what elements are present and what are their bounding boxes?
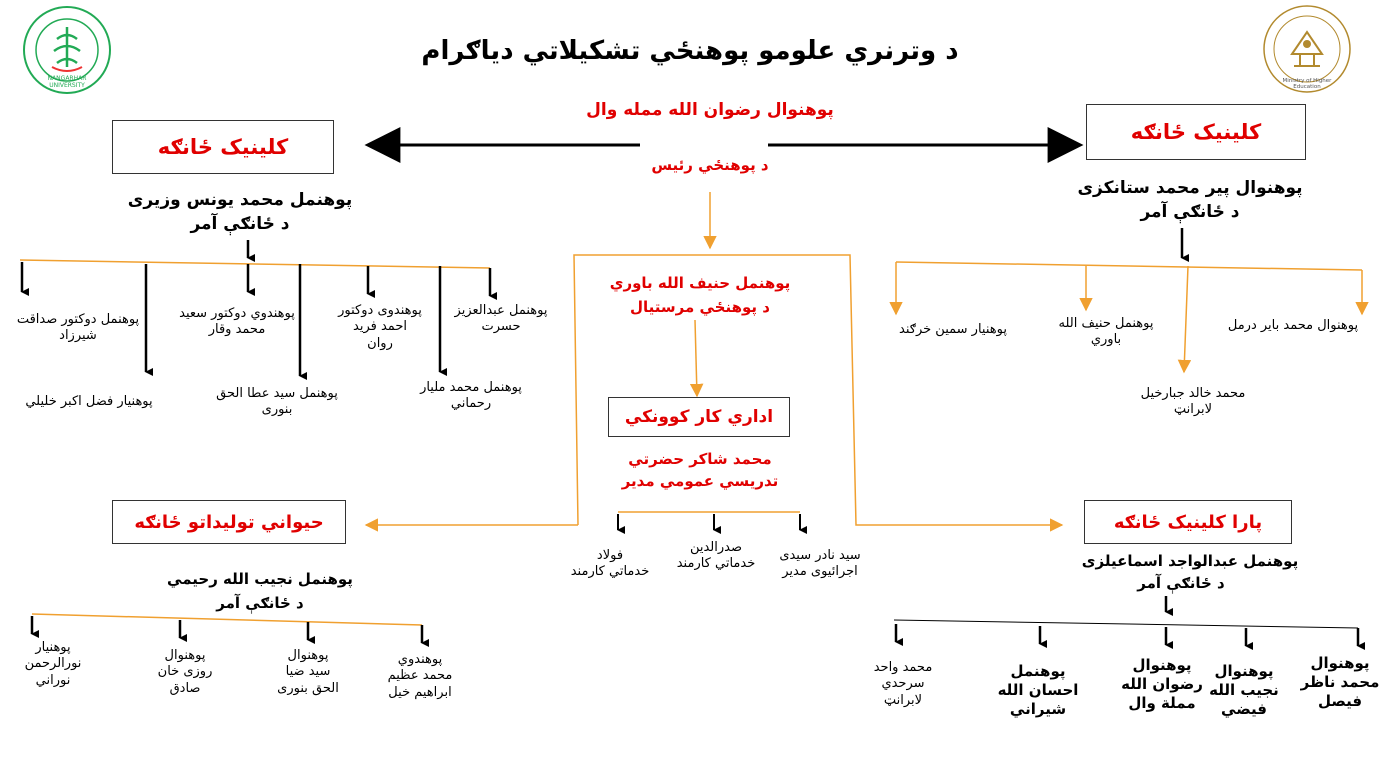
admin-staff-box: اداري کار کوونکي — [608, 397, 790, 437]
clinic-left-member: پوهنمل عبدالعزیز حسرت — [454, 303, 548, 335]
clinic-right-member: محمد خالد جبارخیل لابرانټ — [1140, 386, 1246, 418]
clinic-left-member: پوهنمل محمد ملیار رحماني — [420, 380, 522, 412]
para-clinic-box: پارا کلینیک ځانګه — [1084, 500, 1292, 544]
animal-member: پوهنوال سید ضیا الحق بنوری — [277, 648, 339, 696]
admin-head-role: تدریسي عمومي مدیر — [621, 472, 779, 490]
admin-staff-member: صدرالدین خدماتي کارمند — [676, 540, 756, 572]
animal-production-box: حیواني تولیداتو ځانګه — [112, 500, 346, 544]
para-member: پوهنوال محمد ناظر فیصل — [1300, 654, 1380, 710]
clinic-left-box: کلینیک ځانګه — [112, 120, 334, 174]
page-title: د وترنري علومو پوهنځي تشکیلاتي دیاګرام — [421, 36, 959, 66]
animal-member: پوهندوي محمد عظیم ابراهیم خیل — [387, 652, 453, 700]
clinic-left-head-name: پوهنمل محمد یونس وزیری — [127, 190, 353, 210]
animal-head-role: د ځانګې آمر — [216, 594, 304, 612]
para-member: پوهنمل احسان الله شیراني — [997, 662, 1079, 718]
para-head-name: پوهنمل عبدالواجد اسماعیلزی — [1081, 552, 1299, 570]
clinic-left-member: پوهنمل دوکتور صداقت شیرزاد — [16, 312, 140, 344]
clinic-right-member: پوهنیار سمین خرګند — [899, 322, 1007, 337]
animal-member: پوهنیار نورالرحمن نوراني — [24, 640, 82, 688]
dean-name: پوهنوال رضوان الله ممله وال — [586, 100, 834, 120]
clinic-left-member: پوهنیار فضل اکبر خلیلي — [25, 394, 153, 409]
clinic-right-member: پوهنمل حنیف الله باوري — [1058, 316, 1154, 348]
dean-role: د پوهنځي رئیس — [651, 156, 769, 174]
clinic-left-head-role: د ځانګې آمر — [190, 214, 290, 234]
clinic-left-member: پوهندوي دوکتور سعید محمد وقار — [179, 306, 295, 338]
deputy-name: پوهنمل حنیف الله باوري — [609, 274, 791, 292]
para-member: پوهنوال نجیب الله فیضي — [1209, 662, 1279, 718]
clinic-right-head-name: پوهنوال پیر محمد ستانکزی — [1077, 178, 1303, 198]
animal-head-name: پوهنمل نجیب الله رحیمي — [167, 570, 353, 588]
ministry-of-higher-education-logo: Ministry of Higher Education — [1262, 4, 1352, 94]
animal-member: پوهنوال روزی خان صادق — [157, 648, 213, 696]
admin-head-name: محمد شاکر حضرتي — [628, 450, 772, 468]
para-member: پوهنوال رضوان الله مملة وال — [1121, 656, 1203, 712]
clinic-right-member: پوهنوال محمد بایر درمل — [1227, 318, 1359, 333]
deputy-role: د پوهنځي مرستیال — [630, 298, 770, 316]
clinic-right-head-role: د ځانګې آمر — [1140, 202, 1240, 222]
clinic-right-box: کلینیک ځانګه — [1086, 104, 1306, 160]
admin-staff-member: فولاد خدماتي کارمند — [570, 548, 650, 580]
admin-staff-member: سید نادر سیدی اجرائیوی مدیر — [779, 548, 861, 580]
clinic-left-member: پوهندوی دوکتور احمد فرید روان — [338, 303, 422, 351]
nangarhar-university-logo: NANGARHAR UNIVERSITY — [22, 5, 112, 95]
para-head-role: د ځانګې آمر — [1137, 574, 1225, 592]
para-member: محمد واحد سرحدي لابرانټ — [873, 660, 933, 708]
clinic-left-member: پوهنمل سید عطا الحق بنوری — [216, 386, 338, 418]
